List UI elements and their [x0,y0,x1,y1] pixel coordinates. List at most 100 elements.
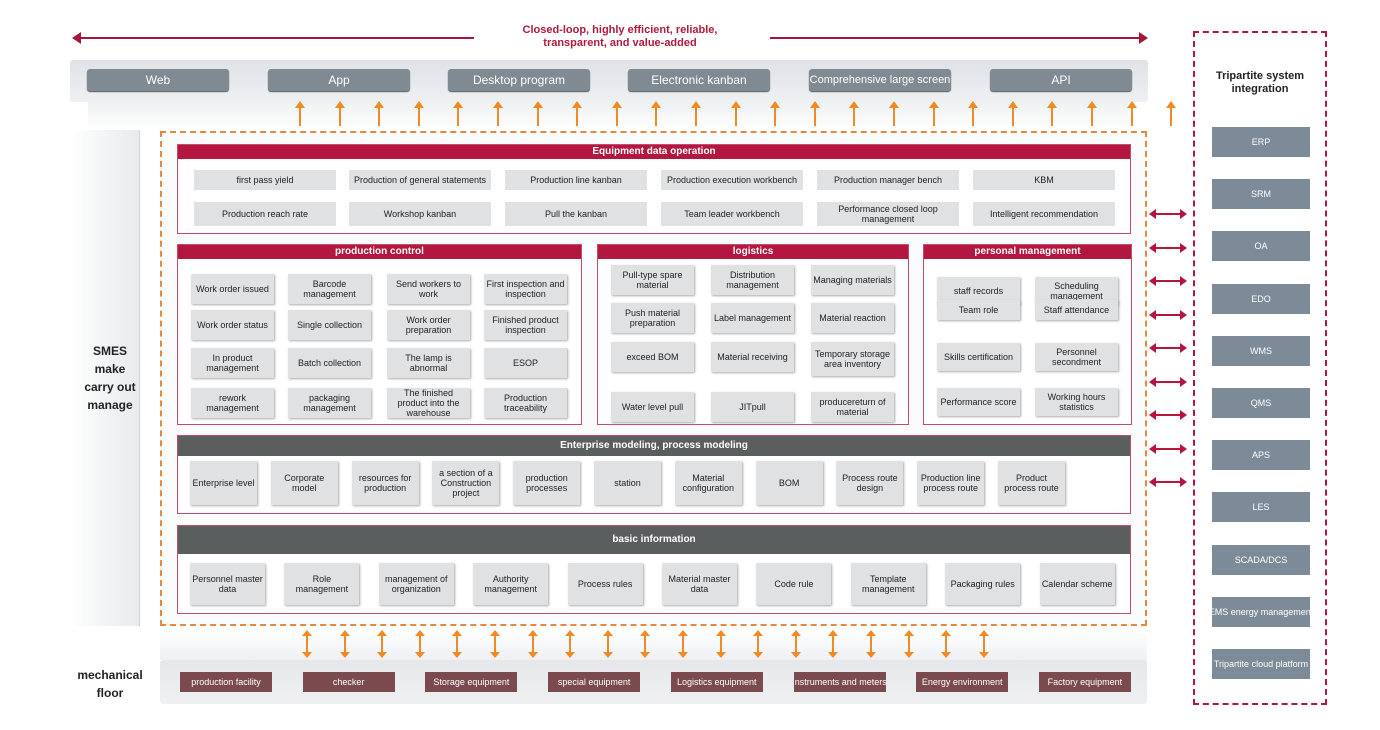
up-arrow [334,101,345,127]
modeling-item: Production line process route [917,461,985,505]
modeling-item: Material configuration [674,461,742,505]
integration-arrow [1149,477,1187,487]
logistics-item: Water level pull [611,392,694,422]
up-arrow [572,101,583,127]
up-arrow [493,101,503,127]
production-control-item: Single collection [288,310,371,340]
device-item: special equipment [548,672,641,692]
equipment-item: Team leader workbench [661,202,803,226]
modeling-item: station [594,461,661,505]
double-arrow [490,630,500,658]
production-control-item: The lamp is abnormal [387,348,470,378]
logistics-item: JITpull [711,392,794,422]
tripartite-item: OA [1212,231,1310,262]
modeling-item: a section of a Construction project [432,461,500,505]
client-app: App [268,69,410,91]
double-arrow [978,630,989,658]
production-control-item: In product management [191,348,274,378]
production-control-item: ESOP [484,348,567,378]
smes-label-3: carry out [84,380,136,394]
production-control-item: Finished product inspection [484,310,567,340]
logistics-item: Distribution management [711,265,794,295]
smes-label-4: manage [87,398,133,412]
up-arrow [1126,101,1137,127]
production-control-item: The finished product into the warehouse [387,388,470,418]
device-item: production facility [180,672,272,692]
equipment-item: Production reach rate [194,202,336,226]
up-arrow [1166,101,1177,127]
personal-item: Personnel secondment [1035,343,1118,371]
personal-item: Skills certification [937,343,1020,371]
device-item: Storage equipment [425,672,518,692]
logistics-item: Temporary storage area inventory [811,342,894,376]
tripartite-item: APS [1212,440,1310,471]
up-arrow [691,101,701,127]
logistics-item: Material receiving [711,342,794,372]
integration-arrow [1149,242,1187,253]
integration-arrow [1149,410,1187,420]
basic-item: management of organization [378,563,454,605]
basic-item: Packaging rules [945,563,1021,605]
client-large-screen: Comprehensive large screen [809,69,951,91]
modeling-title: Enterprise modeling, process modeling [178,436,1130,456]
up-arrow [532,101,543,127]
client-kanban: Electronic kanban [628,69,770,91]
production-control-title: production control [178,245,581,259]
integration-arrow [1149,309,1187,320]
client-shadow [88,102,1128,130]
client-layer [70,60,1148,102]
equipment-title: Equipment data operation [178,145,1130,159]
production-control-item: Batch collection [288,348,371,378]
double-arrow [377,630,388,658]
left-arrow-head [72,32,81,44]
up-arrow [1007,101,1018,127]
integration-arrow [1149,443,1187,454]
up-arrow [295,101,305,127]
equipment-item: Performance closed loop management [817,202,959,226]
tripartite-item: QMS [1212,388,1310,418]
equipment-item: KBM [973,170,1115,190]
modeling-item: production processes [513,461,581,505]
up-arrow [889,101,899,127]
equipment-item: Production line kanban [505,170,647,190]
up-arrow [809,101,820,127]
tripartite-item: WMS [1212,335,1310,366]
device-item: Logistics equipment [670,672,763,692]
production-control-item: rework management [191,388,274,418]
basic-item: Template management [850,563,926,605]
up-arrow [611,101,622,127]
device-item: Factory equipment [1038,672,1131,692]
up-arrow [1087,101,1097,127]
modeling-item: Enterprise level [190,461,257,505]
production-control-item: packaging management [288,388,371,418]
production-control-item: First inspection and inspection [484,274,567,304]
device-item: Energy environment [916,672,1009,692]
double-arrow [602,630,613,658]
double-arrow [527,630,538,658]
client-desktop: Desktop program [448,69,590,91]
equipment-item: Intelligent recommendation [973,202,1115,226]
double-arrow [414,630,425,658]
production-control-item: Barcode management [288,274,371,304]
tripartite-title: Tripartite system integration [1215,70,1305,95]
left-arrow-line [78,37,474,39]
smes-label-2: make [94,362,126,376]
smes-bar [70,130,140,626]
up-arrow [849,101,860,127]
up-arrow [374,101,385,127]
basic-item: Code rule [756,563,832,605]
double-arrow [941,630,952,658]
logistics-item: Material reaction [811,303,894,333]
tagline: Closed-loop, highly efficient, reliable,… [480,24,760,50]
up-arrow [968,101,979,127]
equipment-item: Production of general statements [349,170,491,190]
double-arrow [565,630,576,658]
basic-item: Authority management [473,563,549,605]
double-arrow [678,630,688,658]
tripartite-item: ERP [1212,127,1310,157]
personal-item: Staff attendance [1035,300,1118,320]
modeling-item: BOM [755,461,823,505]
integration-arrow [1149,276,1187,286]
equipment-item: Workshop kanban [349,202,491,226]
up-arrow [730,101,741,127]
